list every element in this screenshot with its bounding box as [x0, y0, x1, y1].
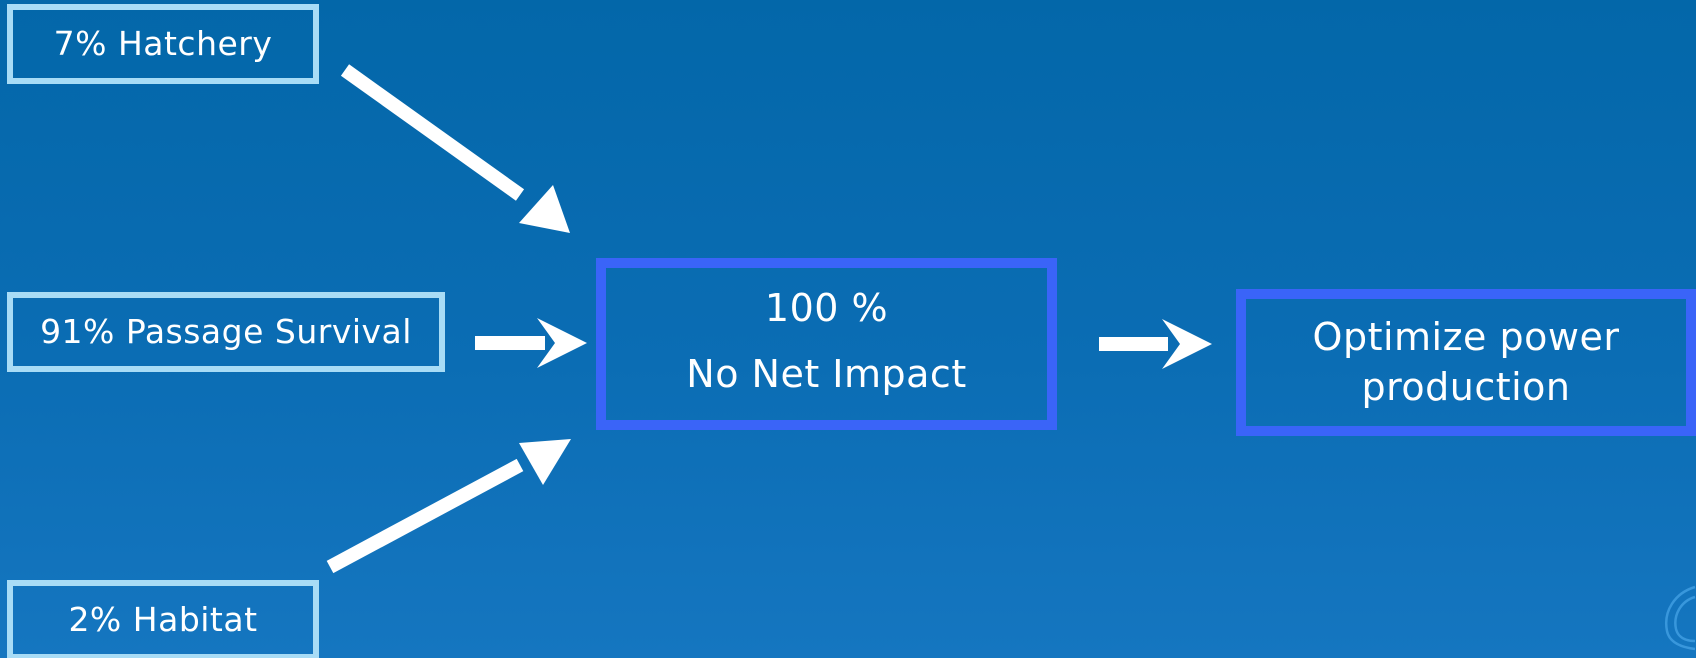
outcome-label-line1: Optimize power [1312, 315, 1620, 360]
arrow-habitat-to-center [326, 439, 571, 574]
arrow-passage-to-center [475, 318, 587, 368]
center-label: No Net Impact [686, 352, 967, 396]
input-box-hatchery: 7% Hatchery [7, 4, 319, 84]
input-label-hatchery: 7% Hatchery [53, 24, 273, 64]
input-box-passage-survival: 91% Passage Survival [7, 292, 445, 372]
center-percentage: 100 % [764, 286, 889, 331]
center-box-no-net-impact: 100 % No Net Impact [596, 258, 1057, 430]
arrow-center-to-outcome [1099, 319, 1212, 369]
logo-swirl-icon [1664, 585, 1696, 651]
input-box-habitat: 2% Habitat [7, 580, 319, 658]
arrow-hatchery-to-center [340, 64, 570, 233]
input-label-habitat: 2% Habitat [68, 600, 258, 640]
outcome-label-line2: production [1361, 364, 1571, 409]
input-label-passage-survival: 91% Passage Survival [40, 312, 412, 352]
outcome-box-optimize: Optimize power production [1236, 289, 1696, 436]
